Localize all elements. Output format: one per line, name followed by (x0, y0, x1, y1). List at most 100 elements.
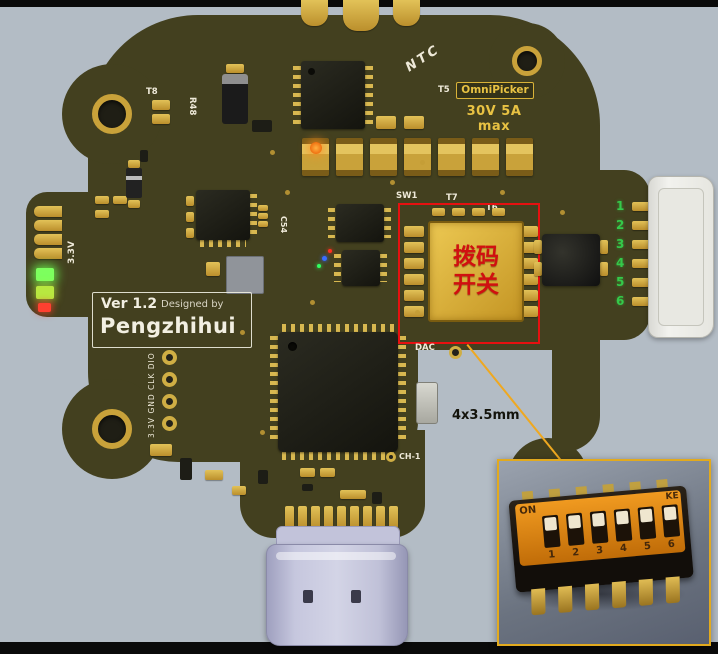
dip-pad (522, 226, 538, 237)
via (415, 310, 420, 315)
usb-pad (363, 506, 372, 528)
status-led-green (36, 268, 54, 281)
usb-c-highlight (276, 552, 396, 560)
smd-pad (128, 200, 140, 208)
dip-switch-highlight-box (398, 203, 540, 344)
switch-slider (639, 508, 653, 523)
smd-pad (206, 262, 220, 276)
switch-on-label: ON (518, 504, 537, 518)
connector-pad (632, 202, 656, 211)
green-led (317, 264, 321, 268)
capacitor (404, 138, 431, 176)
chip-pins (200, 240, 246, 247)
version-box: Ver 1.2 Designed by Pengzhihui (92, 292, 252, 348)
chip-pins (365, 66, 373, 124)
smd-pad (226, 64, 244, 73)
through-hole (162, 372, 177, 387)
smd-pad (152, 114, 170, 124)
smd-pad (472, 208, 485, 216)
usb-pad (298, 506, 307, 528)
chip-pins (250, 194, 257, 236)
switch-slider (591, 512, 605, 527)
capacitor (438, 138, 465, 176)
smd-pad (258, 213, 268, 219)
smd-component (302, 484, 313, 491)
status-led-green2 (36, 286, 54, 299)
usb-c-slot (351, 590, 361, 603)
label-t7: T7 (446, 193, 458, 203)
designer-name: Pengzhihui (100, 314, 237, 338)
switch-slider (544, 516, 558, 531)
via (390, 180, 395, 185)
smd-component (252, 120, 272, 132)
smd-pad (186, 228, 194, 238)
connector-pin-number: 1 (616, 199, 625, 213)
usb-pad (324, 506, 333, 528)
smd-pad (432, 208, 445, 216)
dac-pad (449, 346, 462, 359)
connector-pad (632, 221, 656, 230)
pcb-right-tab (595, 170, 650, 340)
smd-pad (205, 470, 223, 480)
edge-pad (34, 220, 62, 231)
dip-pad (522, 242, 538, 253)
switch-front-pin (584, 583, 600, 611)
smd-pad (600, 240, 608, 254)
ch1-pad (386, 452, 396, 462)
dip-switch-photo: ON KE 1 2 3 4 5 6 (508, 475, 697, 622)
switch-slider (567, 514, 582, 529)
label-sw1: SW1 (396, 191, 418, 201)
sensor-chip (226, 256, 264, 294)
switch-slot (613, 508, 633, 542)
smd-pad (404, 116, 424, 129)
switch-digit: 4 (619, 542, 628, 555)
via (560, 210, 565, 215)
label-3v3: 3.3V (67, 241, 77, 264)
smd-pad (186, 212, 194, 222)
dip-pad (404, 306, 424, 317)
switch-slot (565, 512, 585, 546)
dip-label-line2: 开关 (453, 271, 499, 298)
via (240, 330, 245, 335)
dip-pad (522, 258, 538, 269)
crystal-oscillator (416, 382, 438, 424)
smd-pad (534, 240, 542, 254)
dip-pad (522, 290, 538, 301)
edge-pad (34, 234, 62, 245)
switch-digit: 3 (595, 544, 604, 557)
brand-badge: OmniPicker (456, 82, 534, 99)
smd-pad (600, 262, 608, 276)
chip-pins (328, 208, 335, 238)
switch-slider (663, 506, 677, 521)
label-t8: T8 (146, 87, 158, 97)
pcb-bridge-bottom-right (552, 320, 600, 452)
inductor (542, 234, 600, 286)
usb-pad (389, 506, 398, 528)
mounting-hole-bottom-left (92, 409, 132, 449)
smd-pad (186, 196, 194, 206)
connector-pad (632, 297, 656, 306)
through-hole (162, 416, 177, 431)
via (270, 150, 275, 155)
via (420, 160, 425, 165)
smd-pad (152, 100, 170, 110)
driver-chip (342, 250, 380, 286)
through-hole (162, 394, 177, 409)
usb-pad (311, 506, 320, 528)
switch-slot (637, 506, 657, 540)
smd-pad (320, 468, 335, 477)
callout-line (466, 344, 563, 462)
usb-pad (350, 506, 359, 528)
chip-pins (293, 66, 301, 124)
blue-led (322, 256, 327, 261)
via (310, 300, 315, 305)
dip-pad (404, 226, 424, 237)
driver-chip (336, 204, 384, 242)
connector-pad (632, 259, 656, 268)
smd-component (258, 470, 268, 484)
switch-front-pin (531, 588, 546, 616)
red-led (328, 249, 332, 253)
switch-slot (541, 514, 561, 548)
designed-by-text: Designed by (161, 299, 224, 310)
